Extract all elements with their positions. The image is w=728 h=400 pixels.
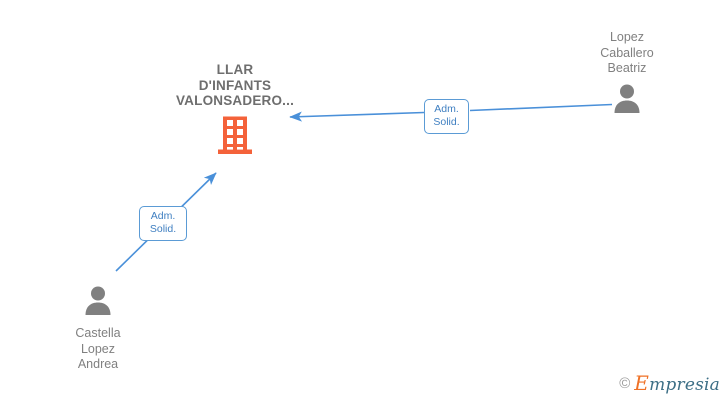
person-avatar-icon (83, 285, 113, 320)
edge-line-top-right (469, 103, 613, 112)
brand-name: Empresia (634, 373, 720, 394)
edge-line-top-left (289, 111, 425, 122)
edge-label-adm-solid-bottom[interactable]: Adm. Solid. (139, 206, 187, 241)
person-avatar-icon (612, 83, 642, 118)
person-name-label: Castella Lopez Andrea (75, 326, 121, 371)
building-icon (218, 116, 252, 159)
company-name-label: LLAR D'INFANTS VALONSADERO... (175, 62, 295, 108)
edge-label-adm-solid-top[interactable]: Adm. Solid. (424, 99, 469, 134)
brand-initial: E (634, 371, 650, 395)
person-node-lopez-caballero-beatriz[interactable]: Lopez Caballero Beatriz (547, 30, 707, 118)
person-name-label: Lopez Caballero Beatriz (600, 30, 654, 75)
copyright-icon: © (619, 375, 631, 392)
empresia-watermark: © Empresia (619, 373, 720, 394)
brand-rest: mpresia (649, 375, 720, 395)
person-node-castella-lopez-andrea[interactable]: Castella Lopez Andrea (18, 285, 178, 373)
company-node[interactable]: LLAR D'INFANTS VALONSADERO... (155, 62, 315, 159)
